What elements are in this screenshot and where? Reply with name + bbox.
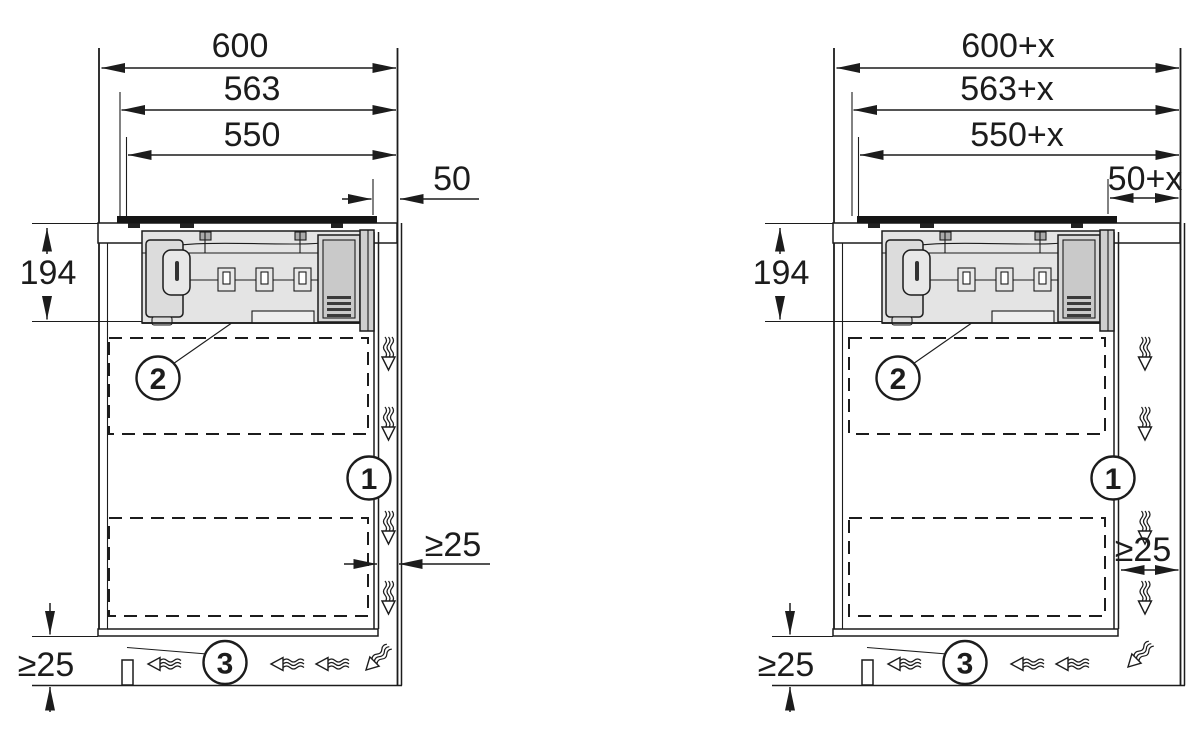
module-slot (175, 261, 179, 281)
module-slot (915, 261, 919, 281)
callout-3-leader (126, 646, 208, 655)
callout-3-badge (202, 639, 248, 686)
callout-2-number: 2 (150, 363, 167, 396)
dim-label-rear-offset: 50 (433, 160, 471, 198)
dim-label-total-width: 600+x (961, 27, 1055, 65)
cabinet-structure (32, 48, 403, 687)
cooktop-glass (857, 216, 1117, 224)
callout-3-number: 3 (217, 648, 234, 681)
exhaust-duct (1099, 229, 1115, 332)
plinth-foot (121, 659, 134, 686)
plinth-foot (861, 659, 874, 686)
dimensions: 600+x 563+x 550+x 50+x 194 (753, 27, 1183, 712)
airflow-down-icon (381, 510, 396, 545)
airflow-left-icon (315, 656, 350, 672)
airflow-down-icon (1137, 336, 1153, 371)
fixing-bracket (920, 223, 934, 228)
fixing-bracket (1071, 223, 1083, 228)
dim-cutout-width: 563 (119, 70, 396, 216)
extractor-appliance (141, 229, 375, 332)
airflow-down-icon (381, 336, 396, 371)
dim-appliance-width: 550+x (857, 116, 1179, 216)
callout-2-leader (169, 323, 232, 367)
panel-extended: 600+x 563+x 550+x 50+x 194 (753, 27, 1186, 712)
airflow-corner-icon (360, 641, 395, 676)
dim-niche-height: 194 (753, 228, 810, 320)
extractor-appliance (881, 229, 1115, 332)
airflow-icons (887, 336, 1157, 673)
dim-label-rear-channel: ≥25 (1115, 531, 1171, 569)
callouts: 2 1 3 (866, 323, 1136, 686)
airflow-down-icon (1137, 580, 1153, 615)
airflow-icons (147, 336, 396, 676)
callout-3-leader (866, 646, 948, 655)
dim-label-plinth-gap: ≥25 (18, 646, 74, 684)
callout-2-leader (909, 323, 972, 367)
dim-label-appliance-width: 550+x (970, 116, 1064, 154)
dim-rear-offset: 50 (342, 160, 479, 215)
callout-2-number: 2 (890, 363, 907, 396)
dim-niche-height: 194 (20, 228, 77, 320)
dim-label-plinth-gap: ≥25 (758, 646, 814, 684)
mounting-clamps (957, 267, 1052, 292)
airflow-corner-icon (1122, 638, 1157, 673)
dim-plinth-gap: ≥25 (758, 603, 814, 712)
dim-label-appliance-width: 550 (224, 116, 281, 154)
dim-label-cutout-width: 563 (224, 70, 281, 108)
dim-total-width: 600 (101, 27, 396, 73)
dim-rear-channel: ≥25 (344, 526, 490, 569)
airflow-left-icon (270, 656, 305, 672)
dim-total-width: 600+x (836, 27, 1179, 73)
callout-3-number: 3 (957, 648, 974, 681)
dim-label-cutout-width: 563+x (960, 70, 1054, 108)
airflow-left-icon (887, 656, 922, 672)
callout-1-number: 1 (361, 463, 378, 496)
airflow-down-icon (381, 580, 396, 615)
callout-3-badge (942, 639, 988, 686)
callout-1-number: 1 (1105, 463, 1122, 496)
exhaust-duct (359, 229, 375, 332)
cabinet-bottom-panel (97, 628, 379, 637)
fixing-bracket (868, 223, 880, 228)
callout-1-badge (346, 455, 392, 501)
vent-slats (1067, 296, 1091, 317)
dimensions: 600 563 550 50 194 (18, 27, 490, 712)
callout-1-badge (1090, 455, 1136, 501)
airflow-left-icon (1010, 656, 1045, 672)
dim-rear-offset: 50+x (1107, 160, 1183, 214)
drawer-outline-lower (108, 517, 369, 617)
dim-label-niche-height: 194 (20, 254, 77, 292)
fixing-bracket (128, 223, 140, 228)
mounting-clamps (217, 267, 312, 292)
callout-2-badge (135, 355, 181, 401)
dim-rear-channel: ≥25 (1115, 531, 1179, 575)
fixing-bracket (331, 223, 343, 228)
vent-slats (327, 296, 351, 317)
cabinet-bottom-panel (832, 628, 1119, 637)
drawer-outline-upper (108, 337, 369, 435)
cooktop-glass (117, 216, 377, 224)
callout-2-badge (875, 355, 921, 401)
dim-label-total-width: 600 (212, 27, 269, 65)
airflow-left-icon (1055, 656, 1090, 672)
dim-label-rear-channel: ≥25 (425, 526, 481, 564)
dim-cutout-width: 563+x (851, 70, 1179, 216)
callouts: 2 1 3 (126, 323, 392, 686)
panel-standard: 600 563 550 50 194 (18, 27, 490, 712)
dim-plinth-gap: ≥25 (18, 603, 74, 712)
drawer-outline-lower (848, 517, 1106, 617)
dim-label-rear-offset: 50+x (1108, 160, 1183, 198)
airflow-down-icon (381, 406, 396, 441)
airflow-down-icon (1137, 406, 1153, 441)
drawer-outline-upper (848, 337, 1106, 435)
dim-label-niche-height: 194 (753, 254, 810, 292)
dim-appliance-width: 550 (125, 116, 396, 216)
airflow-left-icon (147, 656, 182, 672)
fixing-bracket (180, 223, 194, 228)
